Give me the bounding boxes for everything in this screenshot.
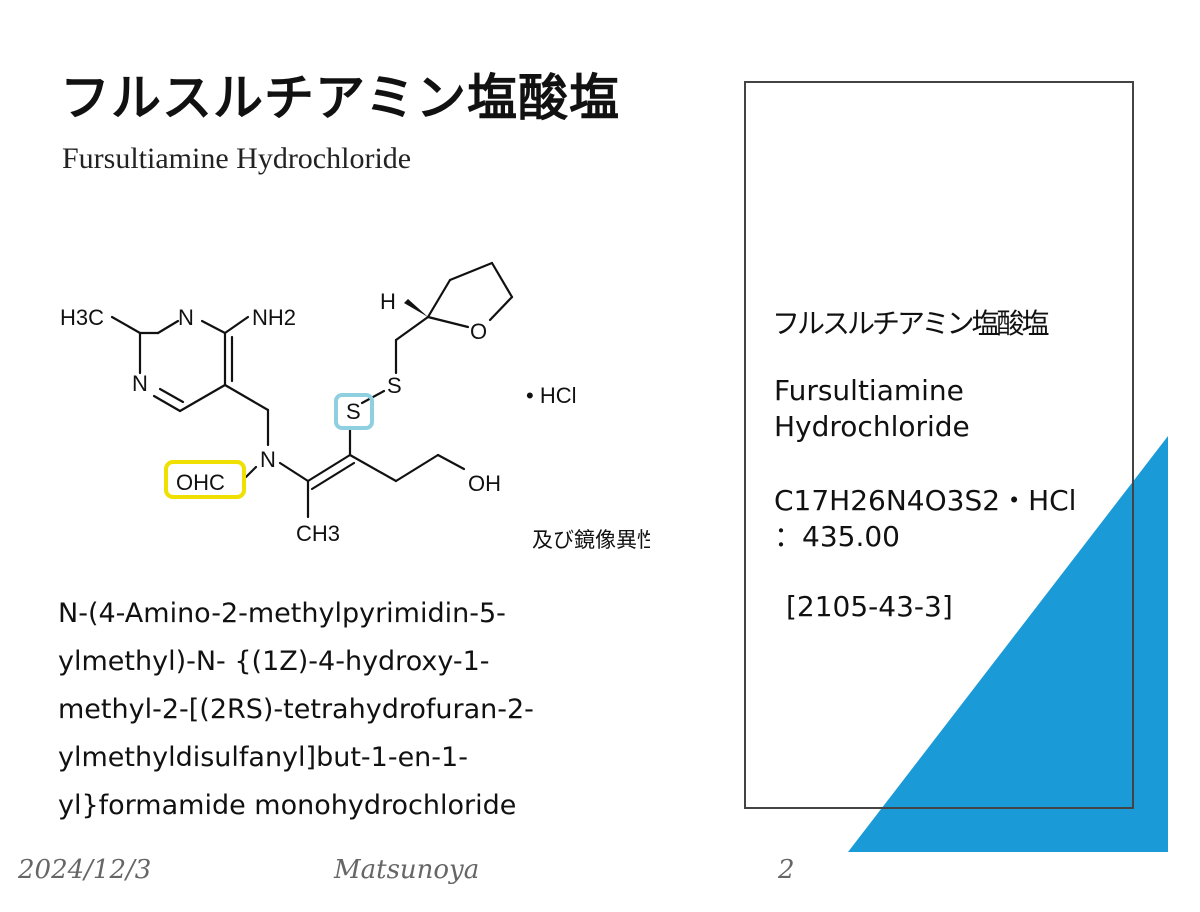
iupac-line: methyl-2-[(2RS)-tetrahydrofuran-2- (58, 694, 534, 725)
info-name-jp: フルスルチアミン塩酸塩 (772, 307, 1049, 340)
label-h3c: H3C (60, 305, 104, 330)
info-name-en-line2: Hydrochloride (774, 410, 970, 443)
label-ohc: OHC (176, 470, 225, 495)
footer-date: 2024/12/3 (18, 855, 152, 885)
label-nh2: NH2 (252, 305, 296, 330)
footer-author: Matsunoya (334, 855, 480, 885)
ohc-highlight (164, 460, 246, 499)
label-n-top: N (178, 305, 194, 330)
page-subtitle: Fursultiamine Hydrochloride (62, 142, 412, 175)
label-oh: OH (468, 471, 501, 496)
s-highlight (334, 393, 374, 430)
label-n-left: N (132, 371, 148, 396)
label-enantiomer: 及び鏡像異性体 (532, 528, 650, 552)
iupac-line: N-(4-Amino-2-methylpyrimidin-5- (58, 598, 506, 629)
iupac-line: ylmethyldisulfanyl]but-1-en-1- (58, 742, 468, 773)
label-hcl: • HCl (526, 383, 576, 408)
iupac-line: yl}formamide monohydrochloride (58, 790, 517, 821)
info-name-en-line1: Fursultiamine (774, 374, 964, 407)
structural-formula: H3C N NH2 N N OHC S S H O OH CH3 • HCl 及… (60, 261, 650, 552)
label-ch3: CH3 (296, 521, 340, 546)
label-o: O (470, 319, 487, 344)
page-title: フルスルチアミン塩酸塩 (60, 69, 620, 127)
label-s-chain: S (387, 373, 402, 398)
molecular-weight: ：435.00 (774, 520, 900, 553)
info-name-en: Fursultiamine Hydrochloride (774, 373, 970, 445)
label-h: H (380, 289, 396, 314)
footer-page-number: 2 (778, 855, 795, 885)
label-n-amide: N (260, 447, 276, 472)
info-box (744, 81, 1134, 809)
iupac-name: N-(4-Amino-2-methylpyrimidin-5- ylmethyl… (58, 590, 698, 830)
molecular-formula: C17H26N4O3S2・HCl (774, 484, 1077, 517)
info-formula-block: C17H26N4O3S2・HCl ：435.00 (774, 483, 1076, 555)
cas-number: [2105-43-3] (786, 590, 953, 623)
iupac-line: ylmethyl)-N- {(1Z)-4-hydroxy-1- (58, 646, 490, 677)
label-s-ring: S (346, 399, 361, 424)
